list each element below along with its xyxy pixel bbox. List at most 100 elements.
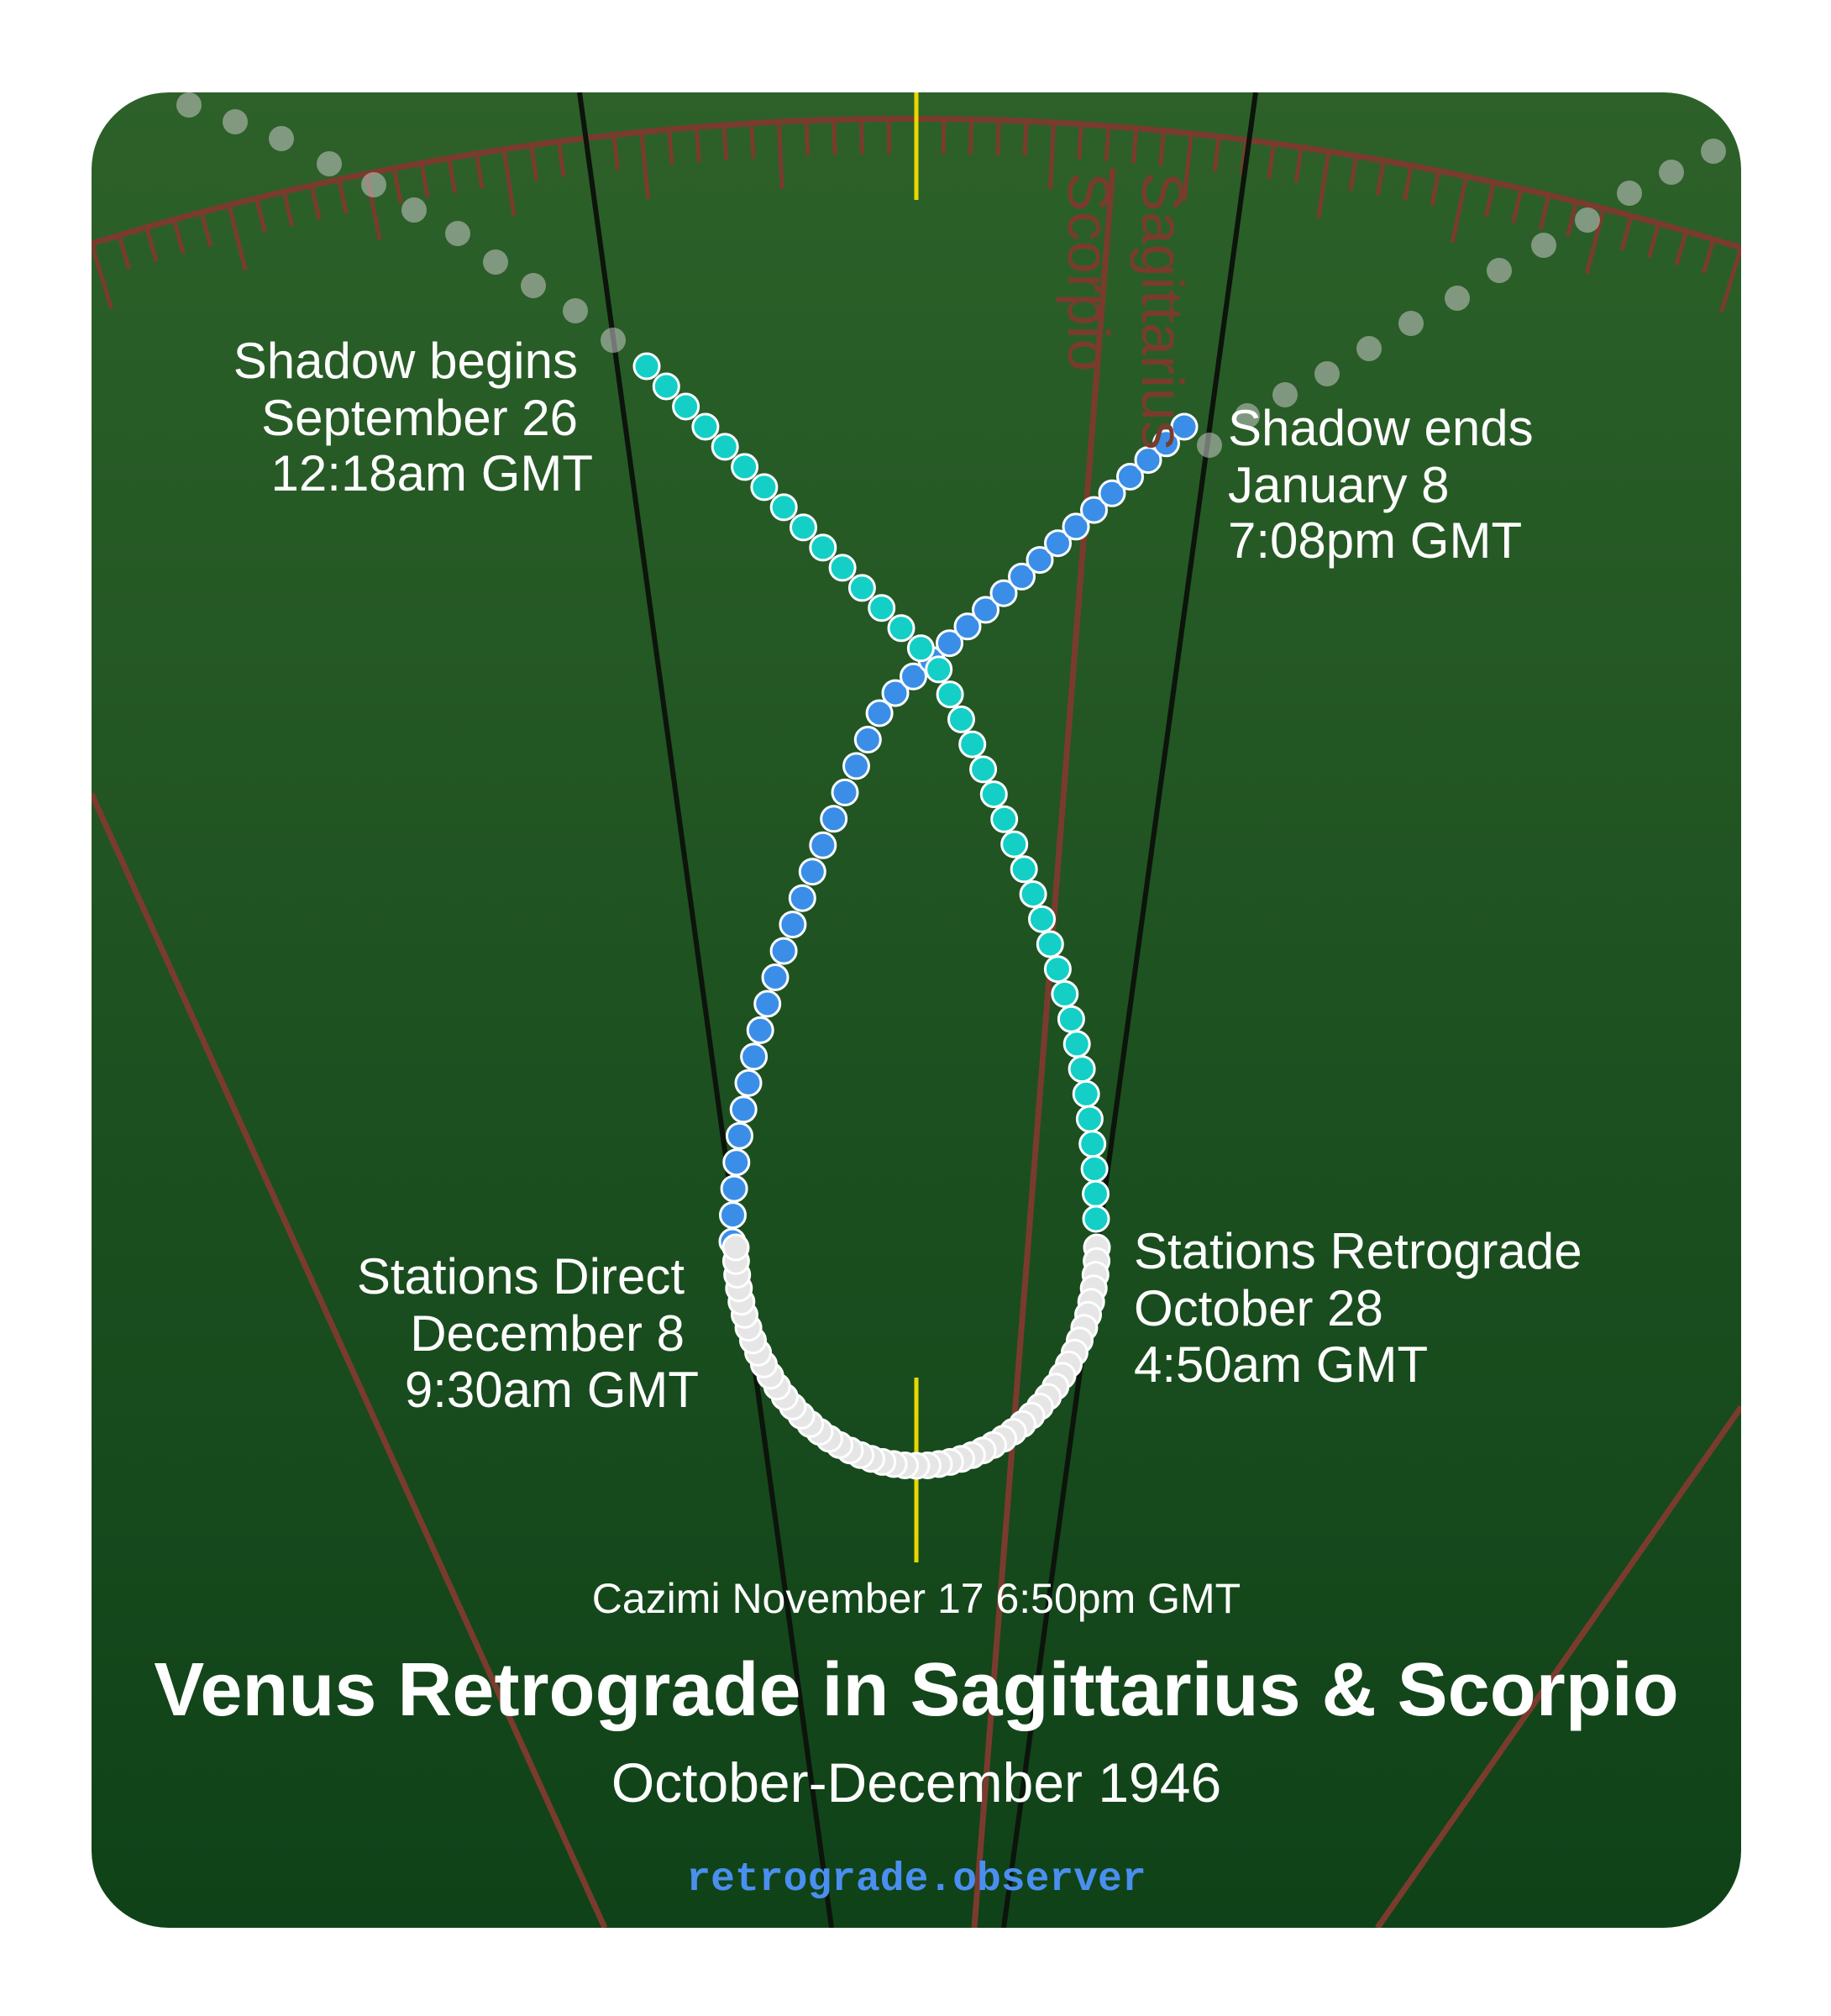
pre-shadow-dot [1036, 930, 1064, 958]
ecliptic-tick [419, 162, 430, 198]
ecliptic-tick [1566, 201, 1579, 237]
outer-path-dot [1531, 233, 1556, 258]
pre-shadow-dot [969, 755, 998, 784]
pre-shadow-dot [1057, 1005, 1085, 1033]
pre-shadow-dot [1072, 1079, 1100, 1108]
sign-label-scorpio: Scorpio [1056, 172, 1121, 371]
outer-path-dot [1272, 382, 1298, 407]
post-shadow-dot [720, 1174, 748, 1203]
ecliptic-tick [1619, 215, 1634, 251]
stations-direct-title: Stations Direct [357, 1248, 685, 1305]
ecliptic-tick [529, 144, 539, 181]
outer-path-dot [1356, 336, 1382, 361]
ecliptic-tick [1104, 125, 1111, 162]
shadow-begins-title: Shadow begins [233, 333, 578, 389]
ecliptic-tick [694, 127, 701, 163]
pre-shadow-dot [1082, 1179, 1110, 1208]
pre-shadow-dot [990, 805, 1019, 833]
label-shadow-ends: Shadow ends January 8 7:08pm GMT [1228, 400, 1534, 569]
pre-shadow-dot [1051, 979, 1079, 1008]
pre-shadow-dot [691, 412, 720, 441]
stations-retrograde-time: 4:50am GMT [1134, 1336, 1428, 1393]
post-shadow-dot [1170, 412, 1199, 441]
outer-path-dot [1701, 139, 1726, 164]
card-content [92, 92, 1741, 1928]
ecliptic-tick [309, 185, 322, 221]
post-shadow-dot [953, 612, 982, 641]
outer-path-dot [1575, 207, 1600, 233]
ecliptic-tick [557, 141, 566, 177]
page-subtitle: October-December 1946 [611, 1751, 1221, 1814]
post-shadow-dot [719, 1201, 747, 1230]
outer-path-dot [563, 298, 588, 323]
post-shadow-dot [1008, 562, 1036, 591]
retrograde-dot [721, 1233, 750, 1262]
pre-shadow-dot [809, 533, 837, 562]
pre-shadow-dot [1075, 1105, 1104, 1133]
ecliptic-tick [1182, 133, 1194, 201]
ecliptic-tick [1584, 207, 1606, 275]
ecliptic-tick [1375, 160, 1386, 197]
outer-path-dot [483, 249, 508, 275]
post-shadow-dot [881, 679, 910, 707]
ecliptic-tick [474, 153, 485, 189]
ecliptic-tick [1430, 171, 1441, 207]
shadow-ends-title: Shadow ends [1228, 400, 1534, 456]
label-shadow-begins: Shadow begins September 26 12:18am GMT [233, 333, 593, 501]
pre-shadow-dot [847, 574, 876, 602]
outer-path-dot [1235, 403, 1260, 428]
sign-boundary-line-left [92, 792, 608, 1928]
ecliptic-tick [1047, 122, 1057, 190]
post-shadow-dot [809, 831, 837, 859]
ecliptic-tick [1403, 165, 1414, 201]
post-shadow-dot [842, 752, 870, 780]
post-shadow-dot [726, 1121, 753, 1150]
cazimi-label: Cazimi November 17 6:50pm GMT [592, 1575, 1241, 1622]
ecliptic-tick [254, 197, 267, 234]
ecliptic-tick [1022, 121, 1029, 157]
label-stations-direct: Stations Direct December 8 9:30am GMT [357, 1248, 699, 1418]
post-shadow-dot [831, 778, 859, 806]
ecliptic-tick [501, 149, 517, 217]
post-shadow-dot [1116, 463, 1144, 491]
ecliptic-tick [1158, 130, 1167, 166]
pre-shadow-dot [1010, 855, 1038, 884]
ecliptic-tick [776, 121, 784, 190]
pre-shadow-dot [769, 493, 798, 522]
post-shadow-dot [1080, 496, 1108, 524]
outer-path-dot [1487, 258, 1512, 283]
site-link[interactable]: retrograde.observer [686, 1857, 1146, 1903]
post-shadow-dot [853, 726, 882, 753]
pre-shadow-dot [887, 614, 916, 643]
outer-path-dot [1398, 311, 1424, 336]
ecliptic-tick [1511, 187, 1524, 223]
pre-shadow-dot [1000, 830, 1029, 858]
post-shadow-dot [1062, 512, 1090, 541]
post-shadow-dot [798, 858, 826, 886]
ecliptic-tick [447, 157, 458, 194]
ecliptic-tick [804, 120, 811, 156]
stations-direct-date: December 8 [410, 1305, 685, 1362]
pre-shadow-dot [750, 473, 779, 501]
post-shadow-dot [820, 805, 848, 833]
post-shadow-dot [779, 911, 807, 939]
pre-shadow-dot [1068, 1055, 1096, 1084]
ecliptic-tick [832, 119, 837, 155]
post-shadow-dot [1152, 429, 1180, 458]
pre-shadow-dot [790, 513, 817, 542]
ecliptic-tick [941, 118, 947, 155]
pre-shadow-dot [652, 372, 680, 401]
pre-shadow-dot [1043, 955, 1072, 984]
post-shadow-dot [989, 579, 1018, 607]
ecliptic-tick [1450, 176, 1469, 244]
ecliptic-tick [1483, 181, 1496, 218]
ecliptic-tick [749, 123, 756, 159]
card-background [92, 92, 1741, 1928]
retrograde-path [632, 352, 1199, 1480]
post-shadow-dot [900, 662, 927, 690]
ecliptic-tick [1701, 239, 1716, 274]
pre-shadow-dot [711, 433, 739, 461]
ecliptic-tick [1131, 128, 1139, 164]
sign-label-sagittarius: Sagittarius [1130, 172, 1195, 450]
